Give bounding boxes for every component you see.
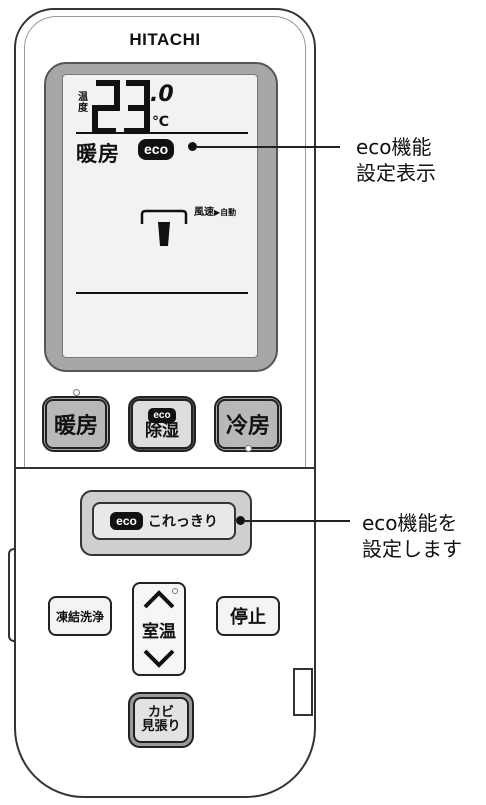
room-temp-rocker[interactable]: 室温 <box>132 582 186 676</box>
temp-up-indicator <box>172 588 178 594</box>
room-temp-label: 室温 <box>142 621 176 642</box>
cool-indicator <box>245 445 252 452</box>
remote-divider <box>16 467 314 469</box>
heat-button[interactable]: 暖房 <box>42 396 110 452</box>
temp-digits <box>92 80 152 136</box>
callout-line-korekkiri <box>244 520 350 522</box>
chevron-up-icon[interactable] <box>142 588 176 610</box>
temp-unit: ℃ <box>152 114 169 130</box>
lcd-mode: 暖房 <box>76 142 120 166</box>
battery-cover-tab <box>293 668 313 716</box>
heat-indicator <box>73 389 80 396</box>
callout-dot-korekkiri <box>236 516 245 525</box>
lcd-line-top <box>76 132 248 134</box>
eco-korekkiri-button[interactable]: eco これっきり <box>92 502 236 540</box>
temp-decimal: .0 <box>150 82 174 107</box>
freeze-wash-button[interactable]: 凍結洗浄 <box>48 596 112 636</box>
temp-integer-value: 23 <box>92 80 93 81</box>
stop-button[interactable]: 停止 <box>216 596 280 636</box>
temp-label: 温 度 <box>78 92 88 114</box>
eco-dehumidify-button[interactable]: eco 除湿 <box>128 396 196 452</box>
remote-upper-panel <box>24 16 306 468</box>
lcd-eco-badge: eco <box>138 139 175 160</box>
side-edge-mark <box>8 548 16 642</box>
chevron-down-icon[interactable] <box>142 648 176 670</box>
cool-button[interactable]: 冷房 <box>214 396 282 452</box>
callout-line-display <box>196 146 340 148</box>
fan-speed-label: 風速▶自動 <box>194 207 237 218</box>
callout-eco-set: eco機能を 設定します <box>362 511 462 561</box>
lcd-line-bottom <box>76 292 248 294</box>
eco-dehumidify-badge: eco <box>148 408 176 423</box>
callout-dot-display <box>188 142 197 151</box>
korekkiri-eco-badge: eco <box>110 512 143 530</box>
louver-icon <box>138 208 190 248</box>
brand-logo: HITACHI <box>129 30 201 49</box>
callout-eco-display: eco機能 設定表示 <box>356 135 436 185</box>
mold-watch-button[interactable]: カビ 見張り <box>128 692 194 748</box>
